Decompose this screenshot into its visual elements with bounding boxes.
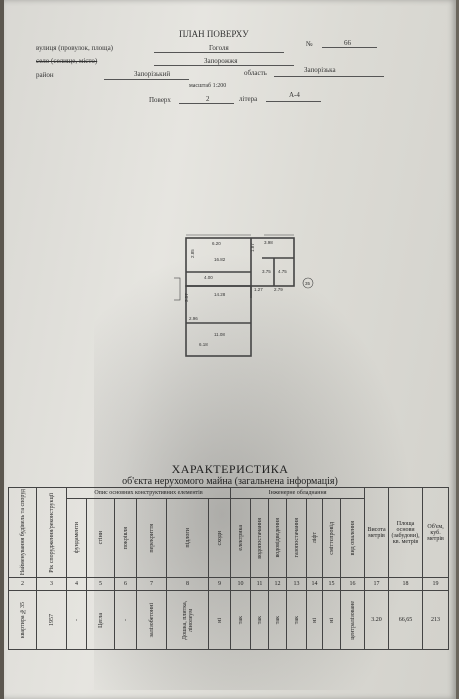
dim-label: 1.87 (250, 243, 255, 252)
room-area: 14.28 (214, 292, 226, 297)
table-cell: 3.20 (364, 590, 390, 650)
table-header: покрівля (122, 526, 129, 550)
table-cell: залізобетонні (148, 602, 155, 638)
table-header: Висота метрів (364, 487, 390, 578)
street-value: Гоголя (209, 44, 229, 52)
column-number: 15 (322, 577, 342, 591)
table-cell: 213 (422, 590, 450, 650)
table-header: водовідведення (274, 518, 281, 558)
table-header: Найменування будівель та споруд (19, 489, 26, 576)
dim-label: 6.18 (199, 342, 208, 347)
room-area: 4.75 (278, 269, 287, 274)
table-group-header: Інженерне обладнання (230, 487, 366, 499)
district-label: район (36, 71, 54, 79)
table-header: перекриття (148, 523, 155, 553)
floor-plan-drawing: 6.20 3.98 2.85 4.00 3.57 2.96 6.18 1.87 … (174, 234, 314, 357)
column-number: 8 (166, 577, 209, 591)
characteristic-table: Найменування будівель та споруд Рік спор… (8, 487, 450, 650)
table-header: електрика (237, 525, 244, 551)
column-number: 19 (422, 577, 450, 591)
table-header: вид опалення (349, 520, 356, 556)
column-number: 16 (340, 577, 366, 591)
table-cell: так (293, 615, 300, 625)
region-label: область (244, 69, 267, 77)
table-cell: централізоване (349, 600, 356, 640)
column-number: 3 (36, 577, 67, 591)
page-title: ПЛАН ПОВЕРХУ (179, 29, 249, 39)
plan-marker: 35 (305, 281, 311, 286)
column-number: 2 (8, 577, 37, 591)
column-number: 14 (306, 577, 324, 591)
table-cell: нi (328, 617, 335, 623)
dim-label: 2.96 (189, 316, 198, 321)
table-header: Рік спорудження/реконструкції (48, 492, 55, 573)
room-area: 11.08 (214, 332, 225, 337)
table-header: Об'єм, куб. метрів (422, 487, 450, 578)
document-sheet: ПЛАН ПОВЕРХУ вулиця (провулок, площа) Го… (4, 0, 456, 699)
table-cell: нi (311, 617, 318, 623)
dim-label: 1.27 (254, 287, 263, 292)
table-header: підлоги (184, 528, 191, 548)
column-number: 7 (136, 577, 167, 591)
region-value: Запорізька (304, 66, 336, 74)
column-number: 6 (114, 577, 137, 591)
number-label: № (306, 40, 313, 48)
dim-label: 4.00 (204, 275, 213, 280)
table-header: фундаменти (73, 522, 80, 554)
column-number: 9 (207, 577, 232, 591)
street-label: вулиця (провулок, площа) (36, 44, 114, 52)
table-cell: Дошка, плитка, лінолеум (181, 600, 194, 640)
table-cell: - (73, 619, 80, 621)
table-cell: квартира №35 (19, 601, 26, 639)
dim-label: 6.20 (212, 241, 221, 246)
table-cell: так (237, 615, 244, 625)
floor-value: 2 (206, 95, 210, 103)
table-header: ліфт (311, 532, 318, 544)
table-cell: - (122, 619, 129, 621)
column-number: 17 (364, 577, 390, 591)
dim-label: 2.85 (190, 249, 195, 258)
table-cell: 66,65 (388, 590, 424, 650)
column-number: 10 (230, 577, 252, 591)
table-cell: 1957 (48, 614, 55, 626)
characteristic-title: ХАРАКТЕРИСТИКА (171, 462, 289, 476)
table-cell: так (256, 615, 263, 625)
column-number: 11 (250, 577, 270, 591)
table-cell: Цегла (97, 612, 104, 628)
table-header: водопостачання (256, 517, 263, 559)
number-value: 66 (344, 39, 351, 47)
room-area: 16.82 (214, 257, 226, 262)
dim-label: 3.98 (264, 240, 273, 245)
dim-label: 3.57 (184, 293, 189, 302)
column-number: 4 (66, 577, 87, 591)
characteristic-subtitle: об'єкта нерухомого майна (загальнена інф… (122, 476, 338, 487)
district-value: Запорізький (134, 70, 171, 78)
table-header: Площа основи (забудови), кв. метрів (388, 487, 424, 578)
column-number: 12 (268, 577, 288, 591)
table-group-header: Опис основних конструктивних елементів (65, 487, 232, 499)
letter-value: А-4 (289, 91, 300, 99)
floor-label: Поверх (149, 96, 171, 104)
table-header: газопостачання (293, 518, 300, 558)
table-cell: нi (216, 617, 223, 623)
settlement-value: Запорожжя (204, 57, 238, 65)
column-number: 5 (86, 577, 115, 591)
dim-label: 2.79 (274, 287, 283, 292)
column-number: 18 (388, 577, 424, 591)
table-cell: так (274, 615, 281, 625)
table-header: сміттєпровід (328, 521, 335, 555)
table-header: сходи (216, 530, 223, 546)
settlement-label: село (селище, місто) (36, 57, 98, 65)
letter-label: літера (239, 95, 258, 103)
scale-label: масштаб 1:200 (189, 83, 227, 89)
table-header: стіни (97, 531, 104, 545)
room-area: 3.75 (262, 269, 271, 274)
column-number: 13 (286, 577, 308, 591)
